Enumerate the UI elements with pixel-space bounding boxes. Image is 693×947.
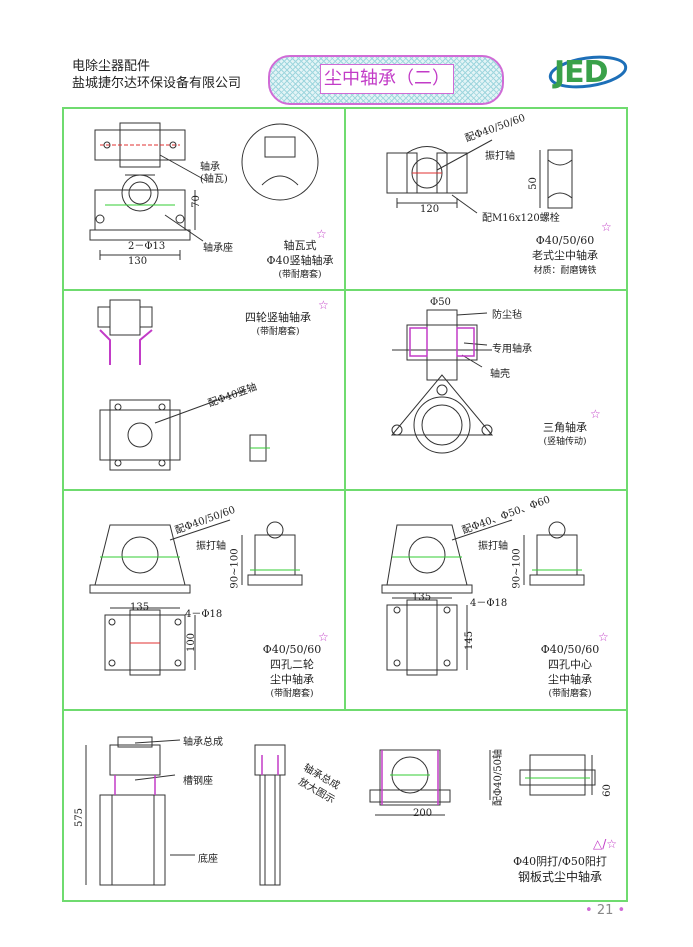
caption-line-4: (带耐磨套): [270, 689, 314, 699]
label-shaft: 配Φ40/50轴: [493, 748, 505, 807]
dim-145: 145: [464, 630, 476, 651]
dim-120: 120: [420, 204, 440, 215]
caption-line-2: 钢板式尘中轴承: [517, 870, 602, 884]
dim-135: 135: [130, 602, 150, 613]
four-wheel-bearing-drawing: [97, 299, 270, 471]
caption-line-1: Φ40阴打/Φ50阳打: [513, 855, 607, 868]
caption-line-2: 四孔二轮: [270, 658, 314, 671]
svg-text:JED: JED: [552, 55, 608, 90]
star-icon: ☆: [316, 227, 327, 241]
center-bearing-drawing: [381, 519, 585, 676]
caption-line-3: (带耐磨套): [278, 270, 322, 280]
dim-70: 70: [190, 195, 202, 208]
label-seat: 轴承座: [203, 243, 233, 254]
dim-200: 200: [413, 808, 433, 819]
caption-line-1: Φ40/50/60: [535, 234, 595, 247]
dim-50: Φ50: [430, 297, 451, 308]
dim-100: 100: [186, 632, 198, 653]
label-dust: 防尘毡: [492, 310, 522, 321]
star-icon: ☆: [601, 220, 612, 234]
star-icon: △/☆: [593, 837, 618, 851]
label-channel: 槽钢座: [183, 776, 213, 787]
label-assembly: 轴承总成: [183, 737, 223, 748]
caption-line-1: 轴瓦式: [283, 239, 317, 252]
page-title: 尘中轴承（二）: [320, 64, 454, 94]
title-badge: 尘中轴承（二）: [268, 55, 504, 105]
company-line-2: 盐城捷尔达环保设备有限公司: [72, 76, 242, 91]
label-shell: 轴壳: [490, 369, 510, 380]
dim-holes: 2－Φ13: [128, 241, 166, 252]
star-icon: ☆: [590, 407, 601, 421]
two-wheel-bearing-drawing: [89, 519, 303, 676]
caption-line-1: 三角轴承: [543, 421, 587, 434]
caption-line-1: 四轮竖轴轴承: [245, 311, 311, 324]
caption-line-3: 尘中轴承: [270, 673, 314, 686]
star-icon: ☆: [318, 630, 329, 644]
caption-line-2: 四孔中心: [548, 658, 592, 671]
caption-line-2: Φ40竖轴轴承: [266, 254, 334, 267]
bush-bearing-drawing: [89, 122, 319, 260]
label-bearing: 轴承: [200, 162, 220, 173]
dim-575: 575: [74, 807, 86, 828]
dim-60: 60: [601, 784, 613, 797]
caption-line-2: 老式尘中轴承: [532, 249, 598, 262]
dim-135: 135: [412, 592, 432, 603]
label-bearing: 专用轴承: [492, 344, 532, 355]
caption-line-2: (带耐磨套): [256, 327, 300, 337]
caption-line-2: (竖轴传动): [543, 437, 587, 447]
star-icon: ☆: [598, 630, 609, 644]
dim-holes: 4－Φ18: [470, 598, 508, 609]
steel-plate-bearing-drawing: [85, 736, 596, 886]
caption-line-1: Φ40/50/60: [540, 643, 600, 656]
dim-130: 130: [128, 256, 148, 267]
star-icon: ☆: [318, 298, 329, 312]
triangle-bearing-drawing: [390, 309, 494, 454]
label-shaft-2: 振打轴: [196, 541, 226, 552]
company-block: 电除尘器配件 盐城捷尔达环保设备有限公司: [72, 58, 241, 92]
grid-divider: [62, 709, 628, 711]
caption-line-1: Φ40/50/60: [262, 643, 322, 656]
dim-90: 90~100: [229, 548, 241, 589]
label-bush: (轴瓦): [200, 174, 228, 185]
page-number: • 21 •: [585, 903, 626, 918]
grid-divider: [344, 107, 346, 709]
label-bolt: 配M16x120螺栓: [482, 213, 560, 224]
dim-90: 90~100: [511, 548, 523, 589]
label-shaft-2: 振打轴: [478, 541, 508, 552]
old-bearing-drawing: [386, 139, 573, 214]
label-shaft-2: 振打轴: [485, 151, 515, 162]
company-line-1: 电除尘器配件: [72, 59, 151, 74]
label-base: 底座: [198, 854, 218, 865]
caption-line-3: 材质：耐磨铸铁: [533, 266, 597, 276]
caption-line-4: (带耐磨套): [548, 689, 592, 699]
jed-logo-icon: JED: [548, 55, 628, 90]
dim-50: 50: [527, 177, 539, 190]
caption-line-3: 尘中轴承: [548, 673, 592, 686]
dim-holes: 4－Φ18: [185, 609, 223, 620]
